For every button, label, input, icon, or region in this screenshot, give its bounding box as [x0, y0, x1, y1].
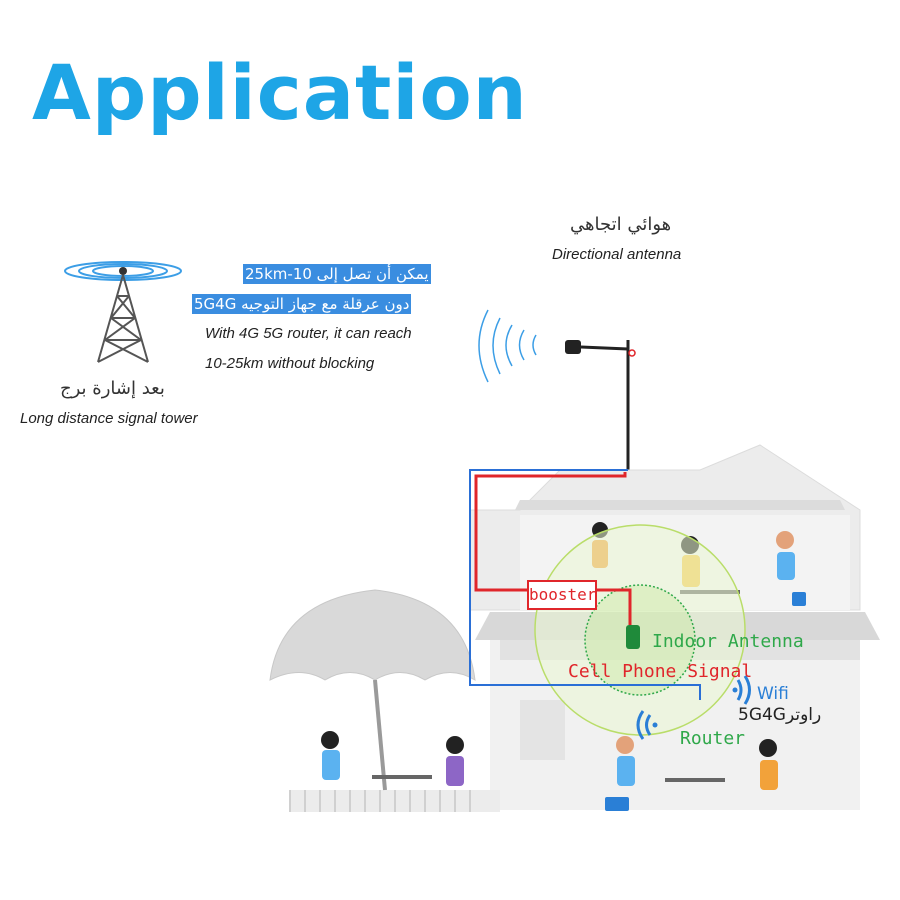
tower-arabic-label: بعد إشارة برج	[60, 378, 165, 399]
router-label: Router	[680, 728, 746, 749]
reach-english-line1: With 4G 5G router, it can reach	[205, 325, 412, 342]
indoor-antenna-label: Indoor Antenna	[652, 631, 804, 652]
cell-signal-label: Cell Phone Signal	[568, 661, 753, 682]
signal-tower-icon	[64, 261, 182, 363]
wifi-icon	[732, 675, 751, 705]
antenna-arabic-label: هوائي اتجاهي	[570, 214, 672, 235]
directional-antenna-icon	[478, 309, 636, 470]
page-title: Application	[32, 48, 528, 137]
reach-arabic-line2: دون عرقلة مع جهاز التوجيه 5G4G	[192, 294, 412, 314]
router-arabic-label: 5G4Gراوتر	[738, 705, 822, 725]
reach-arabic-line1: يمكن أن تصل إلى 10-25km	[243, 264, 431, 284]
tower-english-label: Long distance signal tower	[20, 410, 198, 427]
router-wifi-icon	[636, 710, 658, 740]
indoor-antenna-icon	[626, 625, 640, 649]
umbrella-illustration	[269, 589, 476, 791]
reach-english-line2: 10-25km without blocking	[205, 355, 375, 372]
booster-label: booster	[527, 580, 597, 610]
cables	[469, 469, 701, 700]
antenna-english-label: Directional antenna	[552, 246, 682, 263]
wifi-label: Wifi	[757, 684, 789, 704]
